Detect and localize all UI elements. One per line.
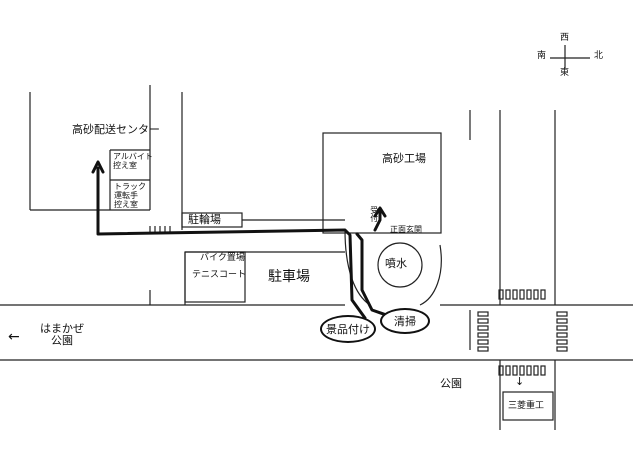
crosswalk-left [477,311,489,352]
crosswalk-top [498,289,546,300]
compass-north: 北 [594,51,604,61]
compass-south: 南 [537,51,547,61]
bike-parking-label: バイク置場 [200,253,245,263]
route-arrow-up [91,160,105,174]
entrance-curve-right [419,244,442,306]
delivery-center-label: 高砂配送センター [72,123,160,136]
car-parking-label: 駐車場 [268,269,310,285]
route-line-2 [355,232,397,320]
part-time-waiting-label: アルバイト 控え室 [113,152,153,170]
prize-assembly-label: 景品付け [326,323,370,336]
main-gate-label: 正面玄関 [390,225,422,234]
fountain-label: 噴水 [385,257,407,270]
crosswalk-bottom [498,365,546,376]
crosswalk-right [556,311,568,352]
park-left-arrow: ← [8,329,20,345]
route-to-reception [373,208,382,232]
route-line [96,166,367,320]
park-bottom-label: 公園 [440,377,462,390]
compass-west: 西 [560,33,570,43]
factory-label: 高砂工場 [382,152,426,165]
prize-assembly-task: 景品付け [320,315,376,343]
compass-east: 東 [560,68,570,78]
park-left-label: はまかぜ 公園 [40,322,84,348]
truck-driver-waiting-label: トラック 運転手 控え室 [114,182,146,209]
sanryo-box [502,391,554,421]
tennis-court-label: テニスコート [192,270,247,280]
route-arrow-reception [373,206,387,218]
factory-building [322,132,442,234]
sanryo-arrow: ↓ [515,375,525,388]
fountain-circle [377,242,423,288]
sanryo-label: 三菱重工 [508,401,545,411]
cleaning-label: 清掃 [394,315,416,328]
bicycle-parking-label: 駐輪場 [188,213,221,226]
reception-label: 受付 [369,206,379,222]
cleaning-task: 清掃 [380,308,430,334]
